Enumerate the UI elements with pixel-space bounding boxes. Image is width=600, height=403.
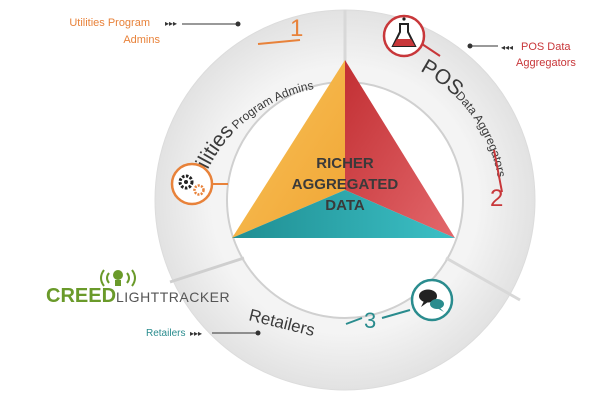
flask-icon <box>382 14 441 58</box>
ring-separator <box>445 256 521 302</box>
segment-retailers-accent-line <box>345 317 363 325</box>
logo-creed-text: CREED <box>46 285 116 307</box>
callout-utilities-line2: Admins <box>123 34 160 46</box>
segment-utilities-accent-line <box>257 39 301 45</box>
callout-retailers: Retailers ▸▸▸ <box>146 328 261 339</box>
triangle-face-utilities <box>232 60 345 238</box>
callout-pos-line2: Aggregators <box>516 57 576 69</box>
callout-pos: ◂◂◂ POS Data Aggregators <box>467 41 576 69</box>
callout-utilities-arrow: ▸▸▸ <box>165 19 177 28</box>
callout-utilities-line1: Utilities Program <box>69 17 150 29</box>
creed-lighttracker-logo: CREED LIGHTTRACKER <box>46 269 230 307</box>
ring-separator <box>169 256 245 284</box>
segment-pos-accent-line <box>493 149 503 193</box>
logo-lighttracker-text: LIGHTTRACKER <box>116 289 230 305</box>
callout-pos-arrow: ◂◂◂ <box>501 43 513 52</box>
segment-utilities-number: 1 <box>290 15 303 42</box>
gears-icon <box>170 162 228 206</box>
center-title-line2: AGGREGATED <box>292 176 399 193</box>
segment-pos-number: 2 <box>490 185 503 212</box>
center-triangle: RICHER AGGREGATED DATA <box>232 60 455 238</box>
triangle-face-retailers <box>232 190 455 238</box>
callout-utilities: Utilities Program ▸▸▸ Admins <box>69 17 241 46</box>
chat-bubbles-icon <box>410 278 454 322</box>
triangle-face-pos <box>345 60 455 238</box>
callout-pos-line1: POS Data <box>521 41 571 53</box>
segment-retailers-number: 3 <box>364 308 376 333</box>
center-title-line3: DATA <box>325 197 365 214</box>
callout-retailers-line1: Retailers <box>146 328 185 339</box>
lightbulb-icon <box>100 269 136 287</box>
callout-retailers-arrow: ▸▸▸ <box>190 329 202 338</box>
center-title-line1: RICHER <box>316 155 374 172</box>
